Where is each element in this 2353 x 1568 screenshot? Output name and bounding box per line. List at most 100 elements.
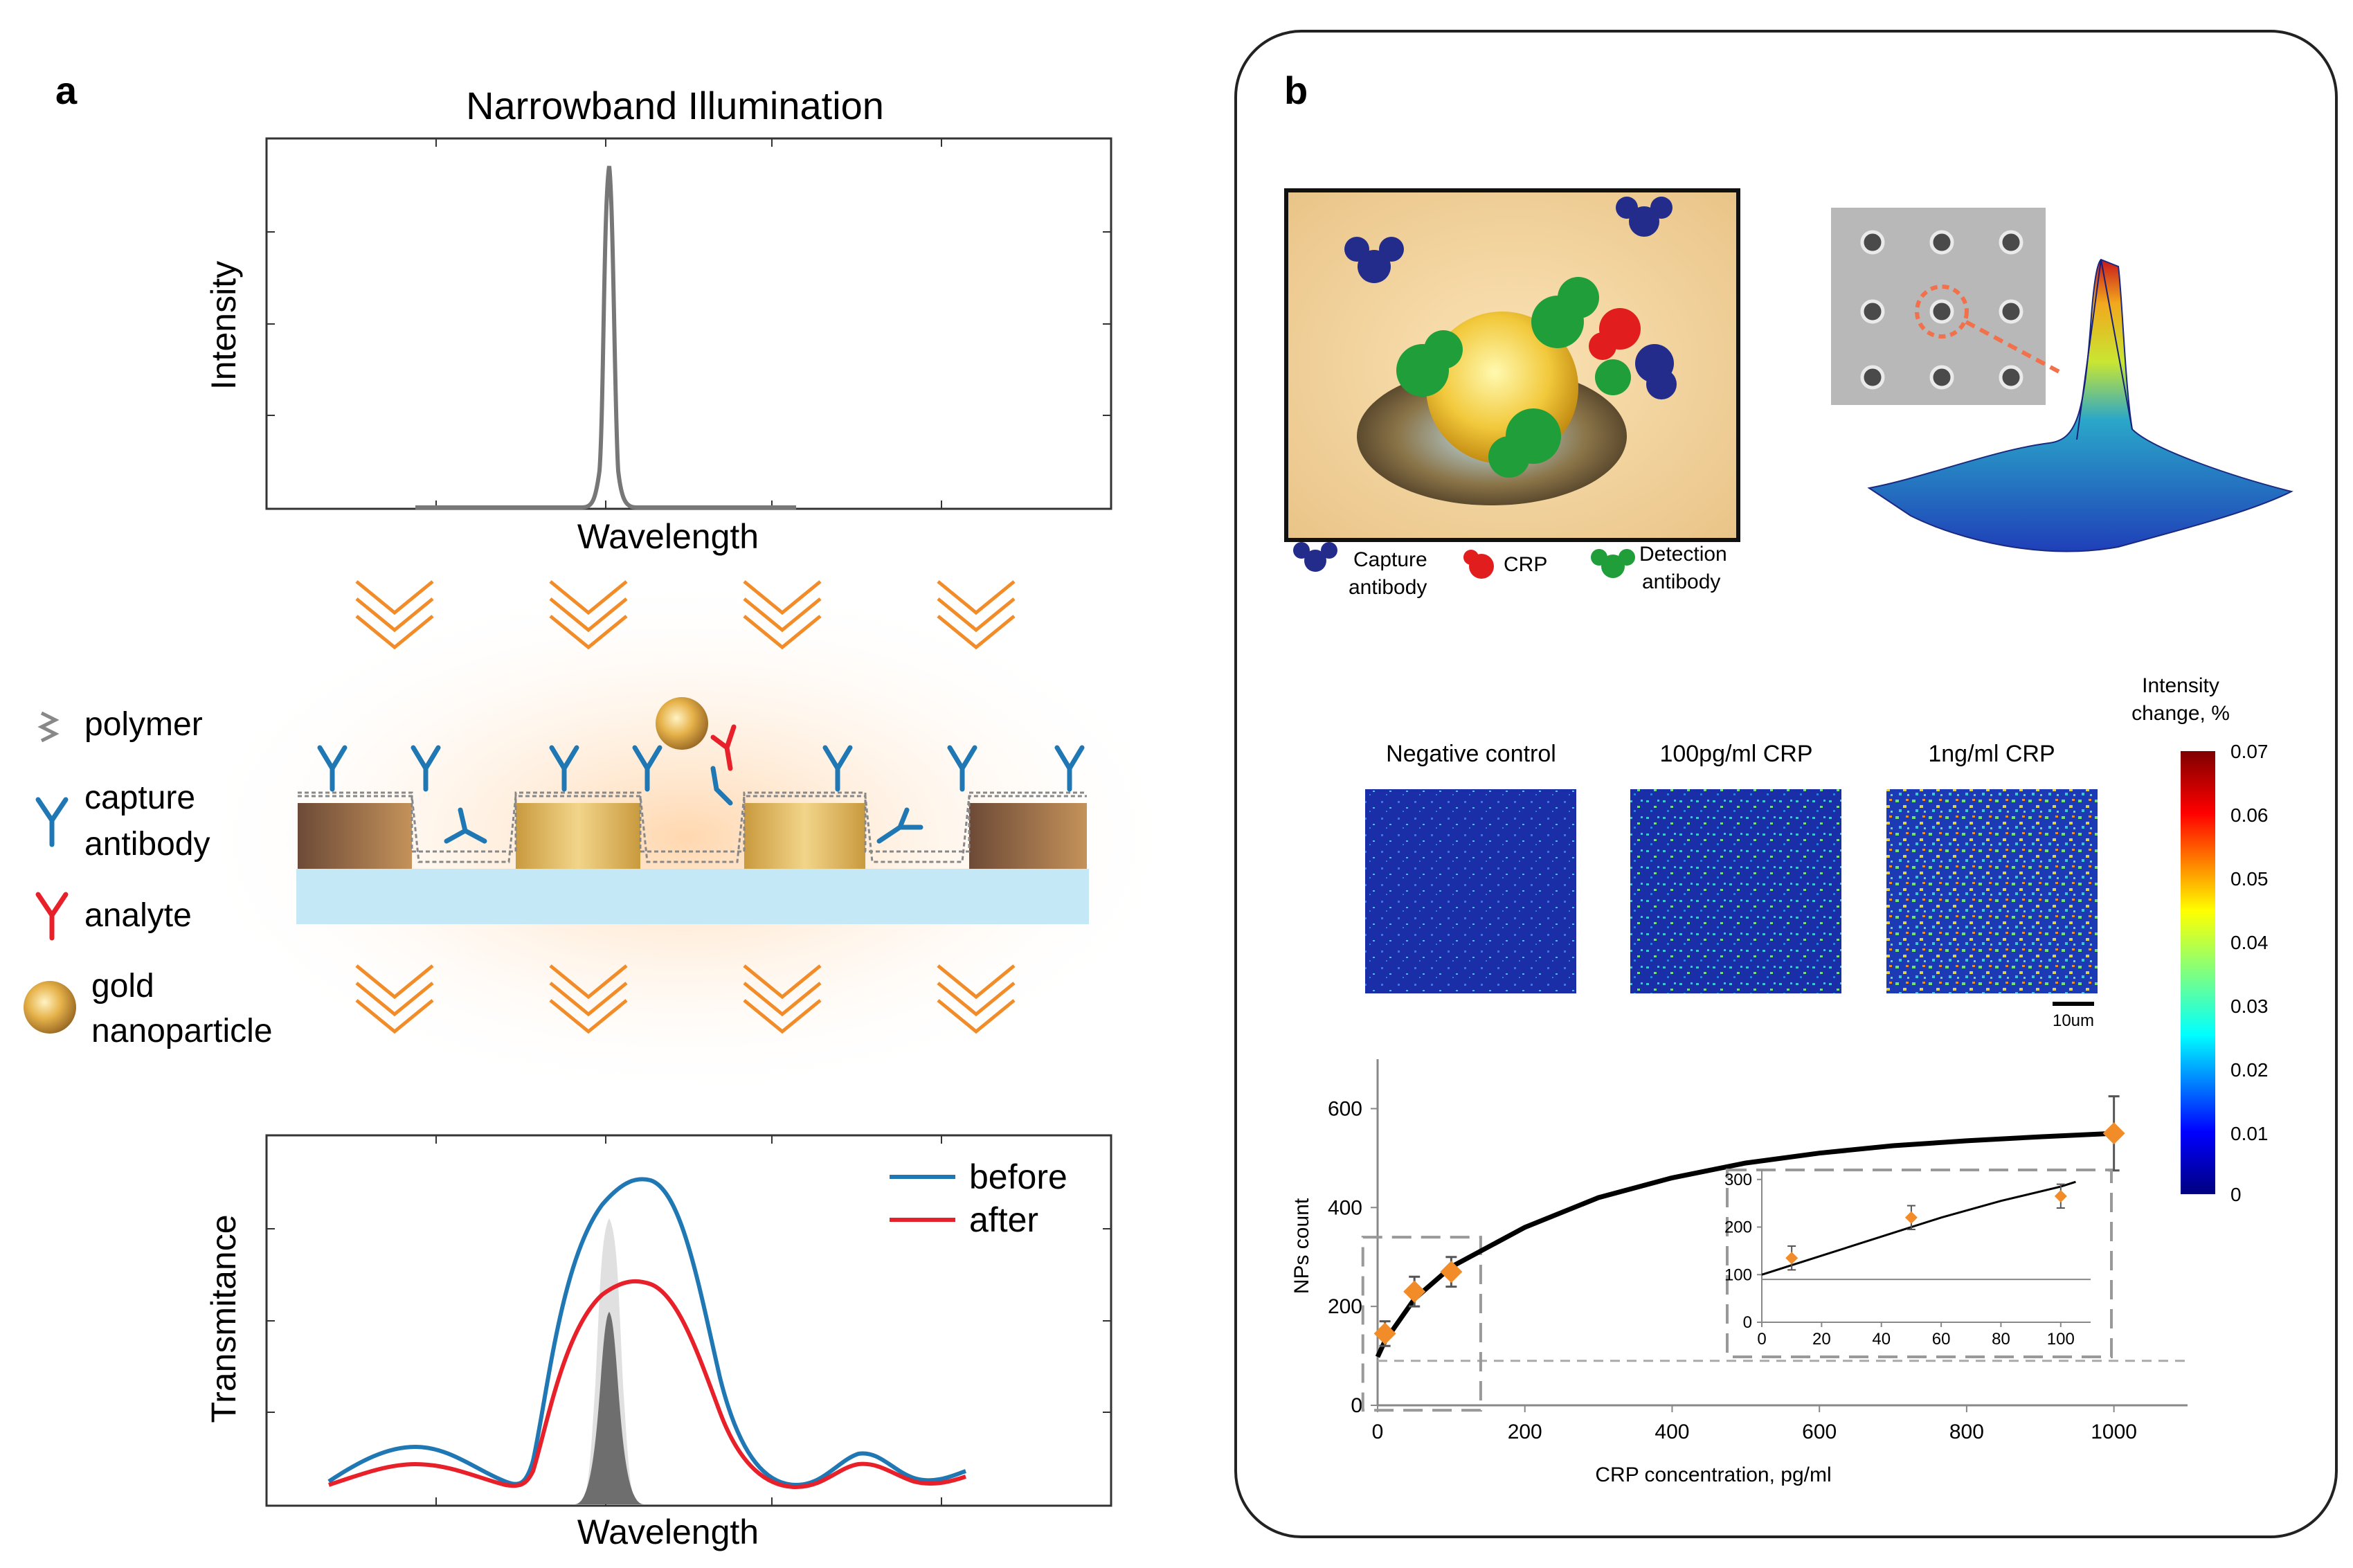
capture-antibody-blob-icon — [1293, 542, 1337, 572]
gold-film-3 — [744, 803, 865, 869]
bound-analyte — [710, 724, 737, 771]
scalebar-label: 10um — [2053, 1011, 2094, 1030]
data-point — [2102, 1122, 2125, 1145]
colorbar-tick: 0.02 — [2230, 1059, 2269, 1081]
detection-antibody-blob-icon — [1591, 549, 1635, 578]
np-count-marks — [1361, 1095, 2188, 1412]
x-tick-label: 400 — [1655, 1421, 1689, 1443]
legend-after: after — [969, 1200, 1038, 1239]
light-arrows-bottom — [355, 964, 1016, 1034]
colorbar-tick: 0.07 — [2230, 741, 2269, 762]
zoom-box — [1361, 1236, 1482, 1412]
colorbar-title-1: Intensity — [2142, 674, 2219, 697]
map-title-100pg: 100pg/ml CRP — [1659, 741, 1812, 767]
inset-x-tick-label: 100 — [2047, 1330, 2075, 1349]
schematic-legend-capture-1: Capture — [1353, 548, 1427, 571]
inset-y-tick-label: 100 — [1724, 1265, 1752, 1284]
gold-film-2 — [516, 803, 640, 869]
illumination-glow — [187, 575, 1184, 1101]
schematic-legend-detection-2: antibody — [1642, 570, 1720, 593]
y-tick-label: 400 — [1328, 1196, 1362, 1219]
illumination-ylabel: Intensity — [204, 261, 243, 390]
inset-x-tick-label: 20 — [1812, 1330, 1831, 1349]
gold-nanoparticle-icon — [24, 981, 76, 1034]
np-count-xlabel: CRP concentration, pg/ml — [1595, 1463, 1831, 1486]
capture-antibody-icon — [35, 797, 69, 847]
illumination-chart: Narrowband Illumination Intensity Wavele… — [204, 84, 1112, 556]
x-tick-label: 800 — [1949, 1421, 1984, 1443]
light-arrows-top — [355, 580, 1016, 650]
legend-capture-2: antibody — [84, 826, 210, 863]
legend-polymer: polymer — [84, 706, 203, 743]
crp-blob-icon — [1463, 550, 1494, 579]
illumination-xlabel: Wavelength — [577, 517, 759, 556]
sensor-cross-section — [296, 697, 1089, 924]
legend-analyte: analyte — [84, 897, 192, 934]
colorbar-tick: 0.04 — [2230, 932, 2269, 953]
panel-b-label: b — [1284, 69, 1308, 112]
inset-y-tick-label: 0 — [1743, 1313, 1752, 1332]
y-tick-label: 0 — [1351, 1394, 1362, 1417]
legend-gold-1: gold — [91, 968, 154, 1004]
inset-data-point — [2054, 1189, 2067, 1202]
legend-gold-2: nanoparticle — [91, 1013, 273, 1049]
x-tick-label: 600 — [1802, 1421, 1837, 1443]
colorbar: Intensity change, % 0.07 0.06 0.05 0.04 … — [2131, 674, 2268, 1205]
np-count-ylabel: NPs count — [1290, 1198, 1313, 1294]
data-point — [1440, 1261, 1463, 1283]
sem-image — [1831, 208, 2064, 405]
glass-substrate — [296, 869, 1089, 924]
bound-gold-nanoparticle — [656, 697, 708, 750]
polymer-icon — [37, 711, 60, 743]
panel-a-legend: polymer capture antibody analyte gold na… — [24, 706, 273, 1049]
map-negative-control — [1365, 789, 1576, 993]
transmittance-chart: before after Transmitance Wavelength — [204, 1134, 1112, 1551]
map-1ng — [1886, 789, 2098, 993]
polymer-layer — [298, 791, 1087, 863]
inset-data-point — [1904, 1211, 1918, 1224]
intensity-maps: Negative control 100pg/ml CRP 1ng/ml CRP… — [1365, 741, 2098, 1030]
transmittance-ylabel: Transmitance — [204, 1214, 243, 1423]
schematic-legend-crp: CRP — [1504, 553, 1547, 576]
illumination-peak — [415, 165, 796, 510]
map-100pg — [1630, 789, 1841, 993]
x-tick-label: 0 — [1372, 1421, 1384, 1443]
gold-film-right — [969, 803, 1087, 869]
inset-x-tick-label: 0 — [1757, 1330, 1766, 1349]
x-tick-label: 200 — [1508, 1421, 1542, 1443]
panel-b-frame — [1234, 30, 2338, 1538]
y-tick-label: 200 — [1328, 1295, 1362, 1318]
illumination-title: Narrowband Illumination — [466, 84, 884, 127]
legend-capture-1: capture — [84, 780, 195, 816]
inset-frame — [1726, 1169, 2113, 1358]
schematic-legend-detection-1: Detection — [1639, 543, 1727, 566]
gold-film-left — [298, 803, 412, 869]
transmittance-ticks — [267, 1135, 1111, 1506]
colorbar-ticks: 0.07 0.06 0.05 0.04 0.03 0.02 0.01 0 — [2230, 741, 2269, 1205]
map-title-1ng: 1ng/ml CRP — [1928, 741, 2055, 767]
colorbar-tick: 0.05 — [2230, 868, 2269, 890]
curve-after — [328, 1279, 966, 1490]
curve-before — [327, 1177, 966, 1488]
inset-data-point — [1785, 1252, 1798, 1265]
illumination-ticks — [267, 138, 1111, 509]
colorbar-tick: 0 — [2230, 1184, 2242, 1205]
inset-y-tick-label: 300 — [1724, 1171, 1752, 1189]
illumination-axes — [265, 137, 1112, 510]
schematic-legend: Capture antibody CRP Detection antibody — [1293, 542, 1727, 599]
nanowell-schematic — [1284, 188, 1740, 542]
transmittance-xlabel: Wavelength — [577, 1513, 759, 1551]
analyte-icon — [35, 892, 69, 941]
map-title-negative: Negative control — [1386, 741, 1556, 767]
panel-a-label: a — [55, 69, 78, 112]
x-tick-label: 1000 — [2091, 1421, 2137, 1443]
colorbar-title-2: change, % — [2131, 702, 2230, 725]
colorbar-gradient — [2181, 751, 2215, 1194]
inset-y-tick-label: 200 — [1724, 1218, 1752, 1237]
illumination-band-dark — [575, 1312, 644, 1504]
inset-x-tick-label: 80 — [1992, 1330, 2010, 1349]
